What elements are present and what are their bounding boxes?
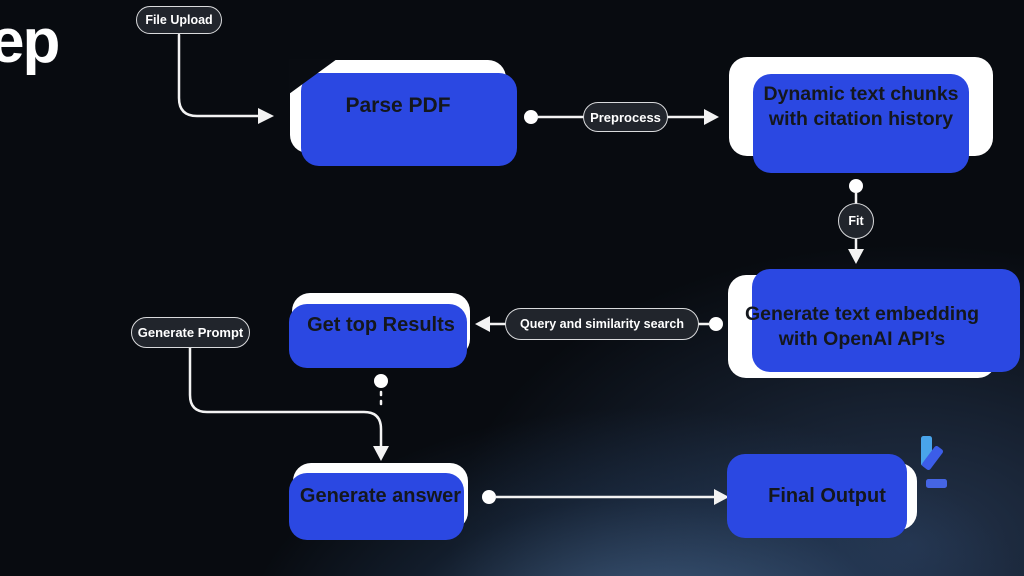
preprocess-label: Preprocess [590,109,661,125]
connector-chunks-to-embedding [848,179,864,264]
fit-label: Fit [848,214,864,228]
node-get-top-results-label: Get top Results [307,313,455,336]
generate-prompt-label: Generate Prompt [137,325,244,340]
node-text-chunks-label: Dynamic text chunks with citation histor… [763,83,959,130]
label-pill-preprocess: Preprocess [583,102,668,132]
arrowhead-down [373,446,389,461]
query-similarity-label: Query and similarity search [520,317,684,331]
connector-dot [374,374,388,388]
connector-answer-to-final [482,489,729,505]
node-get-top-results: Get top Results [289,293,470,368]
arrowhead-right [258,108,274,124]
sparkle-bar-vertical-icon [921,436,932,466]
node-generate-answer-label: Generate answer [299,485,462,507]
partial-heading-text: ep [0,7,60,76]
node-text-chunks: Dynamic text chunks with citation histor… [729,57,993,173]
connector-results-and-prompt-to-answer [188,346,389,461]
label-pill-query-similarity: Query and similarity search [505,308,699,340]
arrowhead-left [475,316,490,332]
node-final-output-label: Final Output [768,485,886,507]
node-final-output: Final Output [727,454,917,538]
arrowhead-right [714,489,729,505]
connector-embedding-to-results [475,316,723,332]
label-pill-fit: Fit [838,203,874,239]
sparkle-bar-horizontal-icon [926,479,947,488]
connector-dot [482,490,496,504]
arrowhead-right [704,109,719,125]
connector-parse-to-chunks [524,109,719,125]
node-parse-pdf-label: Parse PDF [345,94,451,118]
connector-dot [709,317,723,331]
connector-file-upload-to-parse [177,33,274,124]
node-generate-answer: Generate answer [289,463,468,540]
label-pill-file-upload: File Upload [136,6,222,34]
label-pill-generate-prompt: Generate Prompt [131,317,250,348]
node-generate-embedding: Generate text embedding with OpenAI API’… [728,269,1020,378]
connector-dot [849,179,863,193]
node-generate-embedding-label: Generate text embedding with OpenAI API’… [744,303,980,350]
folded-corner-cut [289,59,337,94]
arrowhead-down [848,249,864,264]
node-parse-pdf: Parse PDF [289,59,517,166]
connector-dot [524,110,538,124]
file-upload-label: File Upload [145,13,213,27]
